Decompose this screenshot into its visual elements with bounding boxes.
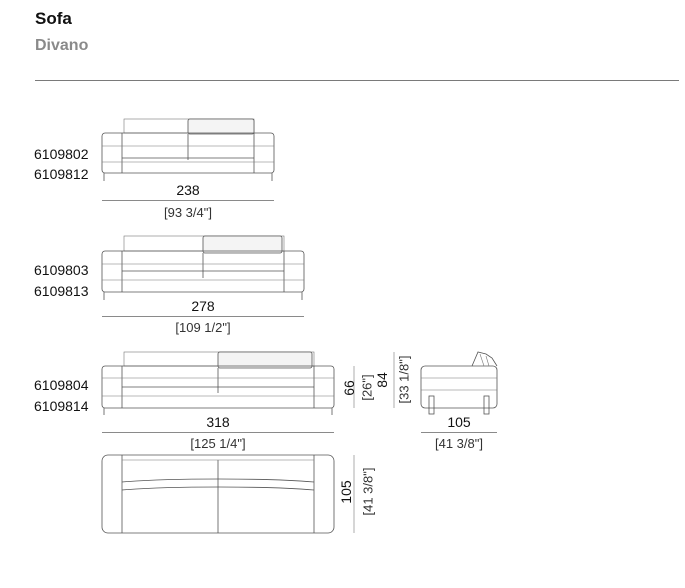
total-height-cm: 84 — [374, 372, 390, 388]
total-height-inches: [33 1/8"] — [396, 355, 412, 404]
side-depth-cm: 105 — [447, 414, 471, 430]
sofa-side-drawing — [420, 351, 498, 415]
dimension-line — [421, 432, 497, 433]
sofa-238-front-drawing — [101, 118, 275, 181]
model-code: 6109812 — [34, 166, 89, 182]
width-cm: 278 — [191, 298, 215, 314]
dimension-line — [102, 316, 304, 317]
model-code: 6109813 — [34, 283, 89, 299]
sofa-top-drawing — [101, 454, 335, 534]
width-inches: [125 1/4"] — [190, 436, 246, 451]
model-code: 6109803 — [34, 262, 89, 278]
seat-height-inches: [26"] — [359, 374, 375, 401]
width-inches: [109 1/2"] — [175, 320, 231, 335]
width-inches: [93 3/4"] — [164, 205, 212, 220]
model-code: 6109802 — [34, 146, 89, 162]
model-code: 6109804 — [34, 377, 89, 393]
page-subtitle: Divano — [35, 37, 89, 54]
top-depth-inches: [41 3/8"] — [360, 467, 376, 516]
seat-height-cm: 66 — [341, 380, 357, 396]
dimension-line — [102, 432, 334, 433]
side-depth-inches: [41 3/8"] — [435, 436, 483, 451]
width-cm: 318 — [206, 414, 230, 430]
width-cm: 238 — [176, 182, 200, 198]
header-divider — [35, 80, 679, 81]
page-title: Sofa — [35, 9, 72, 28]
model-code: 6109814 — [34, 398, 89, 414]
dimension-lines — [353, 352, 395, 533]
sofa-318-front-drawing — [101, 351, 335, 415]
top-depth-cm: 105 — [338, 480, 354, 504]
sofa-278-front-drawing — [101, 235, 305, 300]
dimension-line — [102, 200, 274, 201]
